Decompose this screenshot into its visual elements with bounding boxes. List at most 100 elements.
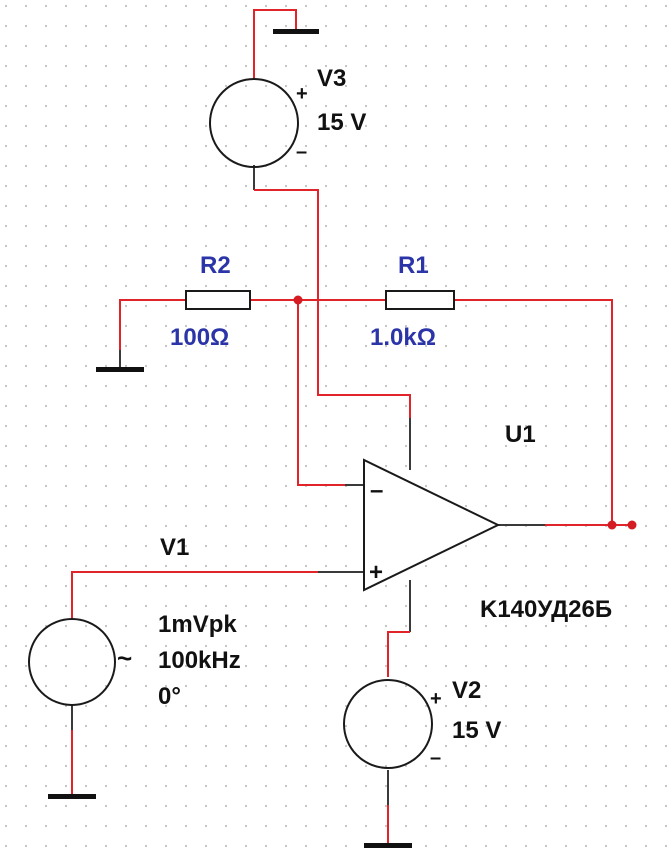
grid-dot	[405, 105, 407, 107]
grid-dot	[85, 305, 87, 307]
grid-dot	[585, 645, 587, 647]
grid-dot	[485, 45, 487, 47]
grid-dot	[145, 725, 147, 727]
grid-dot	[185, 705, 187, 707]
r2-name-label: R2	[200, 252, 231, 279]
grid-dot	[525, 385, 527, 387]
grid-dot	[245, 225, 247, 227]
grid-dot	[45, 585, 47, 587]
grid-dot	[525, 705, 527, 707]
grid-dot	[425, 185, 427, 187]
grid-dot	[105, 505, 107, 507]
ground-icon	[96, 367, 144, 372]
grid-dot	[365, 245, 367, 247]
dc-voltage-source-v2[interactable]: + – V2 15 V	[343, 677, 501, 769]
junction-dot[interactable]	[293, 295, 303, 305]
grid-dot	[45, 825, 47, 827]
output-terminal-dot[interactable]	[627, 520, 637, 530]
wire-u1-v2	[387, 631, 410, 677]
grid-dot	[445, 585, 447, 587]
grid-dot	[645, 425, 647, 427]
grid-dot	[185, 425, 187, 427]
grid-dot	[605, 405, 607, 407]
grid-dot	[225, 745, 227, 747]
ac-voltage-source-v1[interactable]: ~ V1 1mVpk 100kHz 0°	[28, 534, 241, 710]
grid-dot	[605, 725, 607, 727]
grid-dot	[145, 645, 147, 647]
grid-dot	[185, 485, 187, 487]
grid-dot	[625, 765, 627, 767]
grid-dot	[465, 185, 467, 187]
grid-dot	[25, 65, 27, 67]
grid-dot	[225, 545, 227, 547]
grid-dot	[265, 845, 267, 847]
grid-dot	[265, 665, 267, 667]
grid-dot	[105, 625, 107, 627]
grid-dot	[365, 445, 367, 447]
grid-dot	[625, 305, 627, 307]
grid-dot	[465, 725, 467, 727]
grid-dot	[425, 825, 427, 827]
dc-voltage-source-v3[interactable]: + – V3 15 V	[209, 65, 366, 168]
grid-dot	[5, 825, 7, 827]
grid-dot	[305, 465, 307, 467]
grid-dot	[345, 705, 347, 707]
grid-dot	[305, 705, 307, 707]
grid-dot	[145, 805, 147, 807]
grid-dot	[265, 265, 267, 267]
grid-dot	[525, 665, 527, 667]
grid-dot	[165, 525, 167, 527]
grid-dot	[165, 545, 167, 547]
resistor-r1[interactable]: R1 1.0kΩ	[370, 252, 455, 351]
grid-dot	[645, 145, 647, 147]
grid-dot	[565, 465, 567, 467]
grid-dot	[625, 45, 627, 47]
grid-dot	[45, 545, 47, 547]
grid-dot	[625, 805, 627, 807]
grid-dot	[625, 5, 627, 7]
grid-dot	[385, 465, 387, 467]
grid-dot	[585, 25, 587, 27]
grid-dot	[45, 445, 47, 447]
grid-dot	[225, 5, 227, 7]
grid-dot	[505, 85, 507, 87]
grid-dot	[45, 225, 47, 227]
grid-dot	[525, 645, 527, 647]
grid-dot	[405, 325, 407, 327]
grid-dot	[105, 825, 107, 827]
grid-dot	[305, 245, 307, 247]
grid-dot	[565, 745, 567, 747]
grid-dot	[305, 645, 307, 647]
resistor-r2[interactable]: R2 100Ω	[170, 252, 251, 351]
grid-dot	[545, 165, 547, 167]
grid-dot	[25, 165, 27, 167]
op-amp-u1[interactable]: – + U1 K140УД26Б	[363, 421, 612, 623]
grid-dot	[585, 345, 587, 347]
grid-dot	[165, 805, 167, 807]
grid-dot	[525, 165, 527, 167]
grid-dot	[285, 85, 287, 87]
grid-dot	[285, 465, 287, 467]
grid-dot	[525, 505, 527, 507]
grid-dot	[505, 645, 507, 647]
grid-dot	[405, 785, 407, 787]
grid-dot	[485, 265, 487, 267]
grid-dot	[85, 345, 87, 347]
grid-dot	[165, 85, 167, 87]
grid-dot	[85, 145, 87, 147]
grid-dot	[325, 265, 327, 267]
grid-dot	[485, 25, 487, 27]
grid-dot	[25, 265, 27, 267]
grid-dot	[505, 785, 507, 787]
grid-dot	[505, 485, 507, 487]
grid-dot	[565, 625, 567, 627]
junction-dot[interactable]	[607, 520, 617, 530]
grid-dot	[145, 765, 147, 767]
grid-dot	[145, 525, 147, 527]
grid-dot	[145, 785, 147, 787]
grid-dot	[585, 145, 587, 147]
grid-dot	[345, 805, 347, 807]
grid-dot	[425, 205, 427, 207]
v2-plus-sign: +	[430, 688, 442, 710]
grid-dot	[185, 505, 187, 507]
